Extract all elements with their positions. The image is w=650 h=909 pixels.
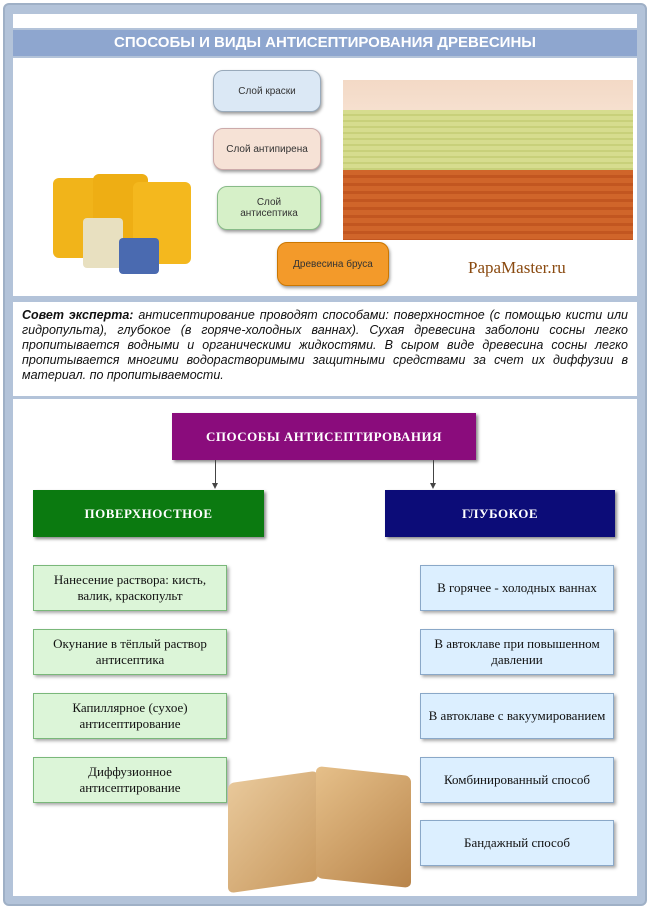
- hero-illustration: Слой краски Слой антипирена Слой антисеп…: [13, 58, 637, 296]
- label-retardant-layer: Слой антипирена: [213, 128, 321, 170]
- top-strip: [13, 14, 637, 28]
- tip-label: Совет эксперта:: [22, 308, 134, 322]
- surface-item: Капиллярное (сухое) антисептирование: [33, 693, 227, 739]
- expert-tip: Совет эксперта: антисептирование проводя…: [13, 302, 637, 396]
- wood-block-image: [316, 766, 411, 888]
- surface-item: Окунание в тёплый раствор антисептика: [33, 629, 227, 675]
- surface-method-node: ПОВЕРХНОСТНОЕ: [33, 490, 264, 537]
- page-title: СПОСОБЫ И ВИДЫ АНТИСЕПТИРОВАНИЯ ДРЕВЕСИН…: [13, 30, 637, 56]
- root-node: СПОСОБЫ АНТИСЕПТИРОВАНИЯ: [172, 413, 476, 460]
- arrow-right: [430, 460, 436, 489]
- antiseptic-canisters-image: [43, 174, 203, 274]
- wood-block-image: [228, 770, 318, 894]
- deep-method-node: ГЛУБОКОЕ: [385, 490, 615, 537]
- label-antiseptic-layer: Слой антисептика: [217, 186, 321, 230]
- deep-item: Бандажный способ: [420, 820, 614, 866]
- deep-item: В автоклаве при повышенном давлении: [420, 629, 614, 675]
- deep-item: В горячее - холодных ваннах: [420, 565, 614, 611]
- fire-retardant-layer: [343, 110, 633, 170]
- wood-layer: [343, 170, 633, 240]
- arrow-left: [212, 460, 218, 489]
- papamaster-logo: PapaMaster.ru: [468, 258, 566, 277]
- surface-item: Нанесение раствора: кисть, валик, краско…: [33, 565, 227, 611]
- tip-text: антисептирование проводят способами: пов…: [22, 308, 628, 382]
- paint-layer: [343, 80, 633, 110]
- deep-item: Комбинированный способ: [420, 757, 614, 803]
- label-wood: Древесина бруса: [277, 242, 389, 286]
- deep-item: В автоклаве с вакуумированием: [420, 693, 614, 739]
- methods-diagram: СПОСОБЫ АНТИСЕПТИРОВАНИЯ ПОВЕРХНОСТНОЕ Г…: [13, 399, 637, 896]
- surface-item: Диффузионное антисептирование: [33, 757, 227, 803]
- label-paint-layer: Слой краски: [213, 70, 321, 112]
